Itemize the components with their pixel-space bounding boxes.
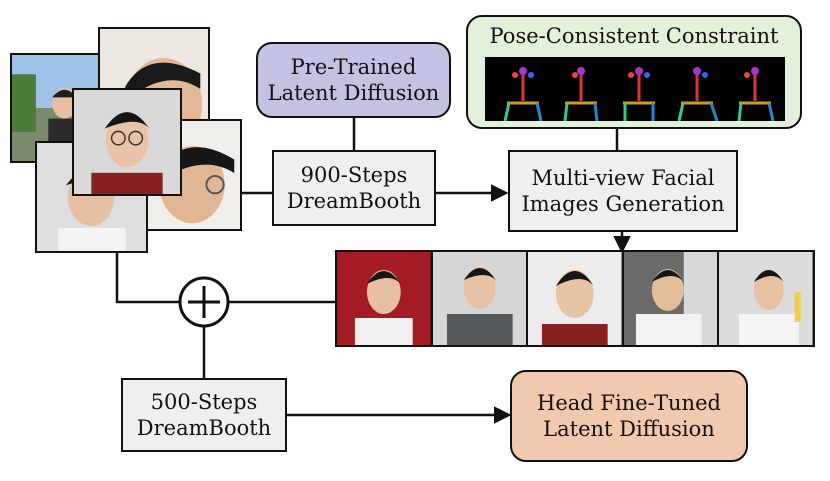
generated-image-5 (719, 252, 813, 345)
head-finetuned-latent-diffusion-node: Head Fine-Tuned Latent Diffusion (510, 370, 748, 462)
input-photo-front-red (72, 88, 182, 196)
pose-skeleton-3 (623, 67, 655, 121)
pose-skeleton-strip (485, 57, 785, 121)
pose-skeleton-5 (737, 67, 775, 121)
generated-images-strip (335, 250, 815, 347)
generated-image-3 (528, 252, 622, 345)
generated-image-2 (432, 252, 527, 345)
pretrained-latent-diffusion-label: Pre-Trained Latent Diffusion (267, 54, 440, 105)
multiview-generation-label: Multi-view Facial Images Generation (521, 165, 725, 216)
dreambooth-900-node: 900-Steps DreamBooth (272, 150, 436, 226)
connector-photos-to-plus (115, 252, 180, 304)
head-finetuned-latent-diffusion-label: Head Fine-Tuned Latent Diffusion (537, 390, 721, 441)
dreambooth-900-label: 900-Steps DreamBooth (286, 162, 422, 213)
pose-skeleton-1 (503, 67, 543, 121)
dreambooth-500-label: 500-Steps DreamBooth (136, 389, 272, 440)
pose-skeleton-4 (677, 67, 719, 121)
pose-skeleton-2 (563, 67, 599, 121)
pose-consistent-constraint-node: Pose-Consistent Constraint (466, 15, 802, 129)
pretrained-latent-diffusion-node: Pre-Trained Latent Diffusion (256, 42, 451, 118)
generated-image-1 (337, 252, 431, 345)
pose-consistent-constraint-label: Pose-Consistent Constraint (489, 24, 779, 48)
multiview-generation-node: Multi-view Facial Images Generation (508, 150, 738, 232)
dreambooth-500-node: 500-Steps DreamBooth (121, 378, 287, 452)
generated-image-4 (623, 252, 718, 345)
circled-plus-icon (178, 276, 230, 328)
